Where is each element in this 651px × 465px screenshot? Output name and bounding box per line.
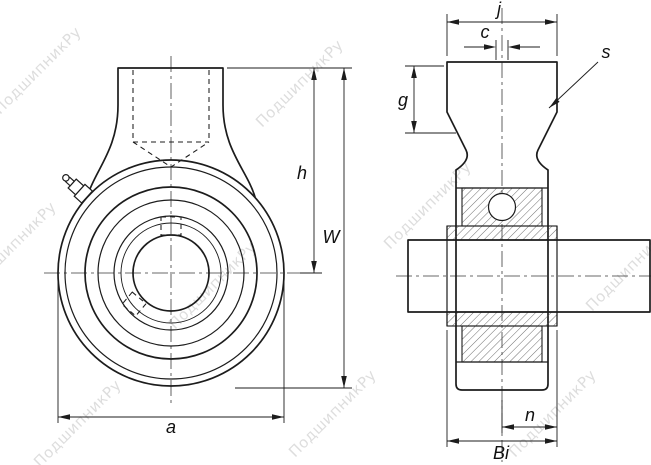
dim-n: n (501, 400, 557, 433)
watermark-text: ПодшипникРу (505, 366, 600, 461)
side-view: j c g s (396, 0, 651, 463)
dim-s-label: s (602, 42, 611, 62)
dim-c: c (464, 22, 540, 60)
dim-c-label: c (481, 22, 490, 42)
dim-h: h (227, 67, 352, 274)
housing-side-outline (446, 61, 558, 391)
dim-j-label: j (494, 0, 502, 19)
hanger-arm-outline (86, 67, 256, 198)
watermark-text: ПодшипникРу (165, 238, 260, 333)
dim-j: j (446, 0, 558, 56)
shaft (407, 239, 651, 313)
watermark-text: ПодшипникРу (582, 220, 651, 315)
inner-ring-collar-top (446, 225, 558, 241)
dim-a-label: a (166, 417, 176, 437)
dim-s: s (548, 42, 611, 109)
inner-ring-collar-bottom (446, 311, 558, 327)
setscrew-hidden-lower-left (121, 291, 147, 317)
outer-ring-face-circle (97, 199, 245, 347)
watermark-text: ПодшипникРу (285, 366, 380, 461)
threaded-hole-hidden (132, 70, 210, 168)
dim-bi: Bi (446, 330, 558, 463)
watermark-text: ПодшипникРу (0, 23, 85, 118)
watermark-text: ПодшипникРу (252, 36, 347, 131)
watermark-text: ПодшипникРу (0, 198, 60, 293)
inner-ring-od-circle (113, 215, 229, 331)
insert-od-circle (84, 186, 258, 360)
dim-bi-label: Bi (493, 443, 510, 463)
outer-ring-section-bottom (461, 325, 543, 363)
front-view: a h W (44, 56, 352, 437)
dim-g-label: g (398, 90, 408, 110)
grease-fitting-tip (62, 174, 70, 182)
dim-w-label: W (323, 227, 342, 247)
grease-fitting (62, 174, 94, 204)
housing-od-circle (57, 159, 285, 387)
watermark-text: ПодшипникРу (30, 376, 125, 465)
setscrew-hidden-top (160, 216, 182, 236)
dim-n-label: n (525, 405, 535, 425)
dim-g: g (398, 65, 456, 134)
dim-a: a (57, 280, 285, 437)
dim-h-label: h (297, 163, 307, 183)
ball (487, 192, 517, 222)
dim-w: W (235, 68, 352, 389)
seal-land-circle (120, 222, 222, 324)
